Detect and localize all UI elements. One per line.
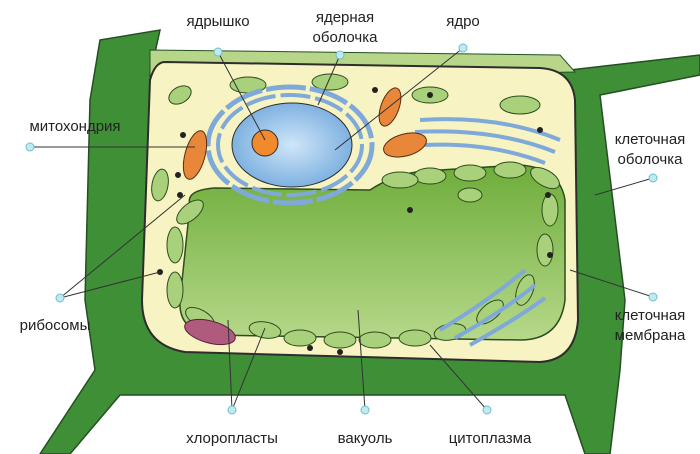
chloroplast	[248, 321, 282, 339]
label-ribosomes: рибосомы	[20, 317, 91, 334]
label-cell-membrane: клеточная	[615, 307, 686, 324]
chloroplast	[283, 329, 317, 347]
ribosome	[545, 192, 551, 198]
chloroplast	[536, 233, 554, 267]
chloroplast	[499, 95, 541, 115]
ribosome	[537, 127, 543, 133]
chloroplast	[166, 226, 184, 264]
chloroplast	[457, 187, 483, 203]
ribosome	[307, 345, 313, 351]
endoplasmic-reticulum	[414, 117, 561, 347]
label-nucleolus: ядрышко	[186, 13, 249, 30]
chloroplast	[311, 73, 349, 91]
mitochondrion	[184, 318, 236, 346]
ribosome	[180, 132, 186, 138]
chloroplast	[151, 168, 169, 202]
label-nuclear-envelope: ядерная	[316, 9, 374, 26]
chloroplast	[541, 193, 559, 227]
chloroplast	[493, 161, 527, 179]
ribosome	[427, 92, 433, 98]
nucleolus	[251, 129, 279, 157]
label-cell-membrane: мембрана	[615, 327, 686, 344]
chloroplasts	[151, 73, 560, 349]
label-chloroplasts: хлоропласты	[186, 430, 278, 447]
label-nuclear-envelope: оболочка	[313, 29, 379, 46]
label-dots	[25, 43, 658, 415]
mitochondrion	[182, 130, 208, 180]
chloroplast	[530, 166, 560, 190]
ribosome	[407, 207, 413, 213]
label-nucleus: ядро	[446, 13, 480, 30]
ribosome	[547, 252, 553, 258]
chloroplast	[398, 329, 432, 347]
chloroplast	[413, 167, 447, 185]
chloroplast	[166, 271, 184, 309]
mitochondrion	[383, 132, 427, 158]
chloroplast	[381, 171, 419, 189]
leader-lines	[30, 47, 654, 411]
ribosome	[175, 172, 181, 178]
ribosome	[372, 87, 378, 93]
chloroplast	[323, 331, 357, 349]
label-cytoplasm: цитоплазма	[449, 430, 532, 447]
label-vacuole: вакуоль	[338, 430, 393, 447]
ribosome	[177, 192, 183, 198]
chloroplast	[453, 164, 487, 182]
mitochondrion	[378, 87, 402, 127]
nucleus	[205, 84, 375, 206]
chloroplast	[176, 199, 204, 225]
chloroplast	[168, 85, 192, 105]
chloroplast	[476, 299, 504, 325]
label-mitochondrion: митохондрия	[29, 118, 120, 135]
ribosome	[337, 349, 343, 355]
label-cell-wall: оболочка	[618, 151, 684, 168]
chloroplast	[358, 331, 392, 349]
label-cell-wall: клеточная	[615, 131, 686, 148]
